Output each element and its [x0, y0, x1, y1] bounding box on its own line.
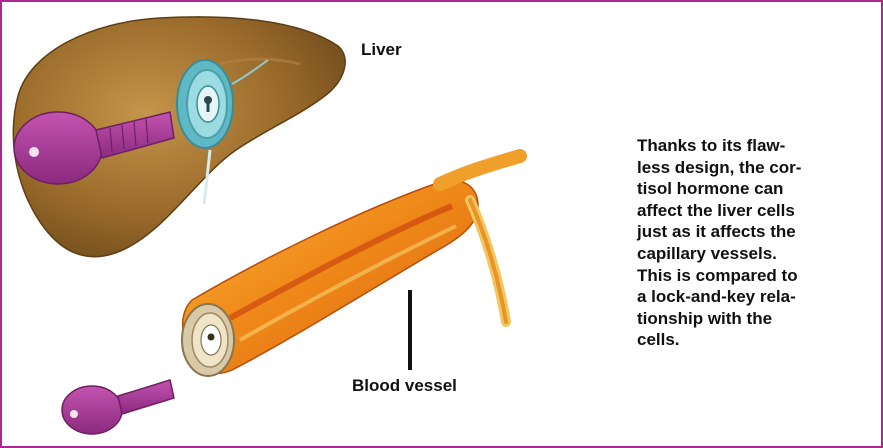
caption-line: tisol hormone can: [637, 178, 857, 200]
caption-line: tionship with the: [637, 308, 857, 330]
blood-vessel-pointer: [408, 290, 412, 370]
caption-line: a lock-and-key rela-: [637, 286, 857, 308]
caption-line: This is compared to: [637, 265, 857, 287]
caption-line: Thanks to its flaw-: [637, 135, 857, 157]
caption-text: Thanks to its flaw- less design, the cor…: [637, 135, 857, 351]
caption-line: capillary vessels.: [637, 243, 857, 265]
caption-line: just as it affects the: [637, 221, 857, 243]
vessel-key-icon: [62, 380, 174, 434]
liver-label: Liver: [361, 40, 402, 60]
blood-vessel-label: Blood vessel: [352, 376, 457, 396]
caption-line: cells.: [637, 329, 857, 351]
caption-line: less design, the cor-: [637, 157, 857, 179]
caption-line: affect the liver cells: [637, 200, 857, 222]
vessel-lock-icon: [182, 304, 234, 376]
